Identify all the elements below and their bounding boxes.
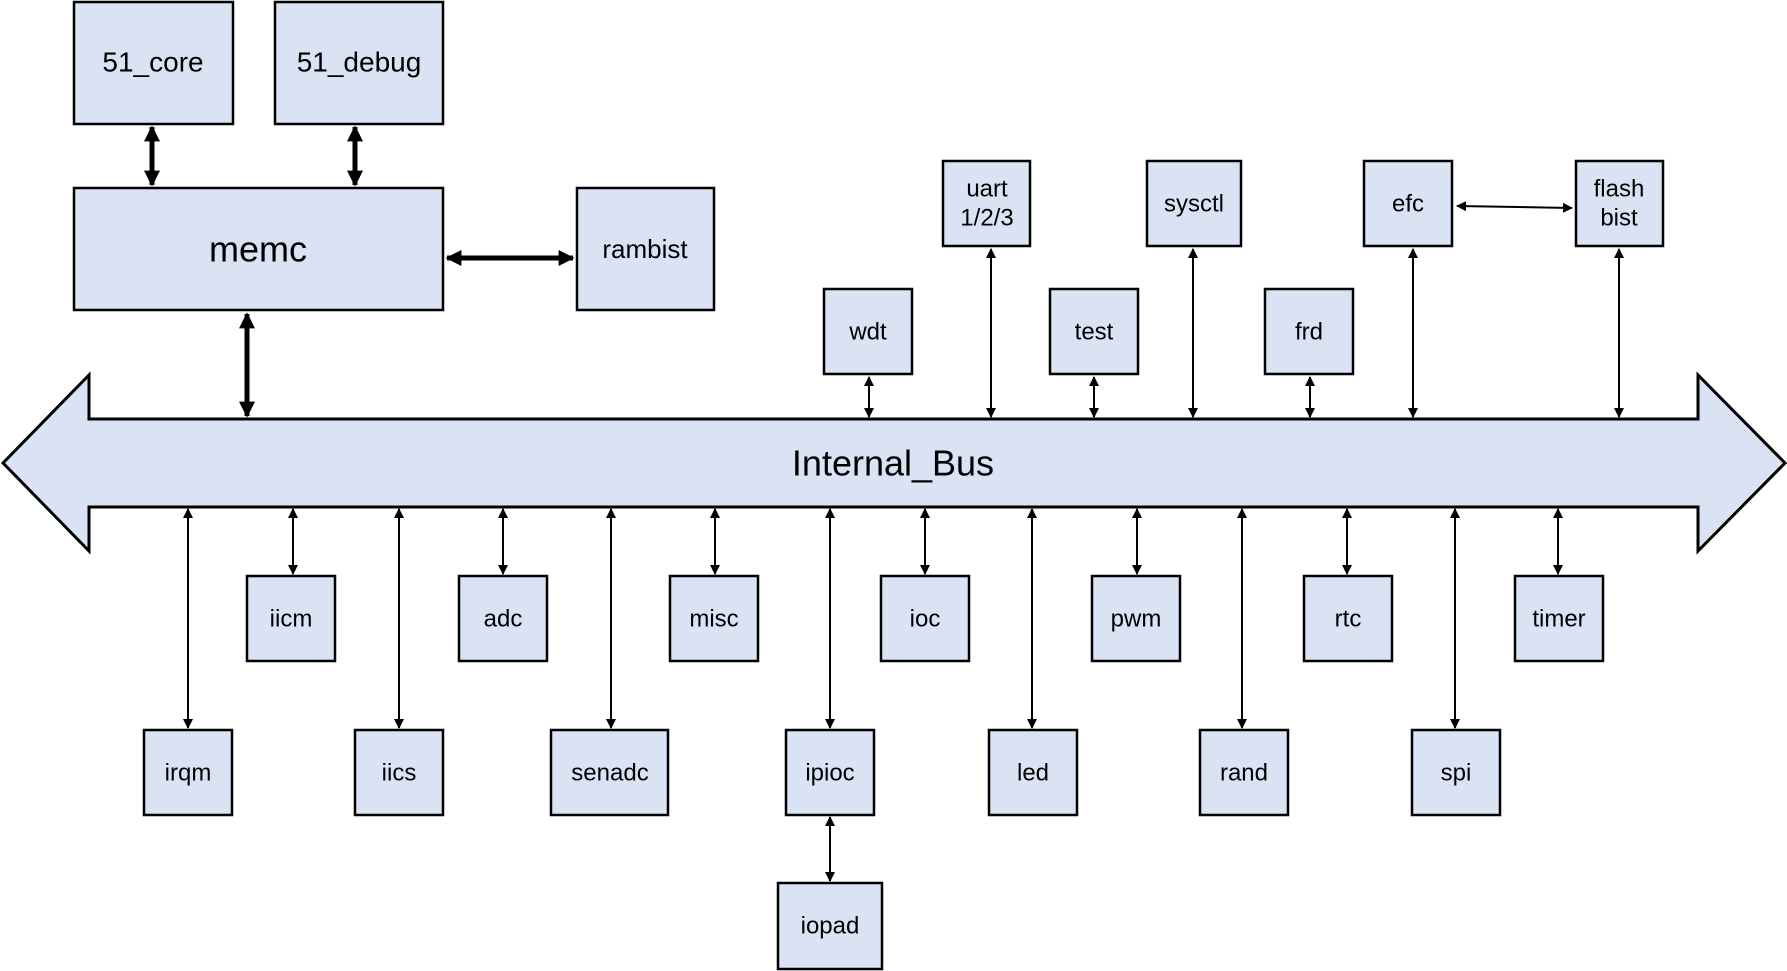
block-sysctl: sysctl [1145, 159, 1243, 248]
block-ioc: ioc [879, 574, 971, 663]
block-wdt-label: wdt [848, 319, 887, 346]
internal-bus-label: Internal_Bus [792, 443, 994, 484]
connector-efc-flashbist [1456, 201, 1573, 213]
block-51-core-label: 51_core [102, 47, 203, 78]
block-flash-bist: flash bist [1574, 159, 1665, 248]
block-iicm-label: iicm [270, 606, 313, 633]
block-memc: memc [72, 186, 445, 312]
internal-bus-arrow [0, 371, 1787, 555]
block-test-label: test [1075, 319, 1114, 346]
block-misc: misc [668, 574, 760, 663]
block-ioc-label: ioc [910, 606, 941, 633]
block-senadc: senadc [549, 728, 670, 817]
block-spi: spi [1410, 728, 1502, 817]
block-irqm: irqm [142, 728, 234, 817]
block-iics-label: iics [382, 760, 417, 787]
thick-connectors [144, 125, 575, 418]
block-iics: iics [353, 728, 445, 817]
block-senadc-label: senadc [571, 760, 648, 787]
block-adc: adc [457, 574, 549, 663]
block-51-core: 51_core [72, 0, 235, 126]
block-spi-label: spi [1441, 760, 1472, 787]
block-led: led [987, 728, 1079, 817]
block-efc-label: efc [1392, 191, 1424, 218]
block-frd: frd [1263, 287, 1355, 376]
block-flash-bist-label-line2: bist [1600, 205, 1638, 232]
lower-connectors [183, 508, 1563, 882]
block-iopad-label: iopad [801, 913, 860, 940]
block-rambist: rambist [575, 186, 716, 312]
block-rambist-label: rambist [602, 234, 688, 264]
block-pwm-label: pwm [1111, 606, 1162, 633]
block-rtc: rtc [1302, 574, 1394, 663]
block-pwm: pwm [1090, 574, 1182, 663]
block-51-debug: 51_debug [273, 0, 445, 126]
block-uart-label-line1: uart [966, 176, 1008, 203]
internal-bus: Internal_Bus [0, 371, 1787, 555]
block-ipioc-label: ipioc [805, 760, 854, 787]
block-test: test [1048, 287, 1140, 376]
upper-connectors [864, 201, 1624, 418]
block-51-debug-label: 51_debug [297, 47, 422, 78]
block-adc-label: adc [484, 606, 523, 633]
block-uart: uart 1/2/3 [941, 159, 1032, 248]
block-rand: rand [1198, 728, 1290, 817]
block-flash-bist-label-line1: flash [1594, 176, 1645, 203]
block-led-label: led [1017, 760, 1049, 787]
block-sysctl-label: sysctl [1164, 191, 1224, 218]
block-timer: timer [1513, 574, 1605, 663]
block-efc: efc [1362, 159, 1454, 248]
block-irqm-label: irqm [165, 760, 212, 787]
block-iopad: iopad [776, 881, 884, 971]
block-frd-label: frd [1295, 319, 1323, 346]
block-wdt: wdt [822, 287, 914, 376]
block-misc-label: misc [689, 606, 738, 633]
block-ipioc: ipioc [784, 728, 876, 817]
block-rand-label: rand [1220, 760, 1268, 787]
block-iicm: iicm [245, 574, 337, 663]
block-timer-label: timer [1532, 606, 1585, 633]
block-rtc-label: rtc [1335, 606, 1362, 633]
block-memc-label: memc [209, 229, 307, 270]
block-uart-label-line2: 1/2/3 [960, 205, 1013, 232]
